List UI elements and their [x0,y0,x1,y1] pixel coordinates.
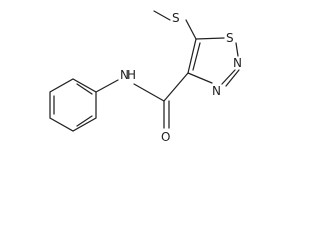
bond-s-c5 [185,19,197,40]
atom-s-ring: S [226,31,234,45]
phenyl-double-bond-2 [76,115,93,127]
atom-n-lower: N [212,84,221,98]
atom-o-carbonyl: O [161,130,170,144]
bond-carbonyl-n [133,83,165,102]
bond-c4-c5-double [192,42,201,71]
bond-n-phenyl [95,79,119,93]
bond-s1-n2 [235,42,239,57]
bond-n2-n3 [221,69,236,85]
bond-c5-s1 [195,37,225,40]
structure-diagram: S S N N N H O [49,10,242,144]
atom-s-thioether: S [172,11,180,25]
bond-c4-c5 [187,38,197,74]
bond-methyl-s [153,10,171,21]
phenyl-double-bond-1 [76,83,93,95]
bond-n2-n3-double [225,69,240,87]
bond-n3-c4 [187,72,213,84]
atom-h-amide: H [127,68,136,82]
molecule-svg: S S N N N H O [49,10,242,144]
atom-n-upper: N [233,56,242,70]
atom-n-amide: N [120,68,129,82]
phenyl-ring [49,78,97,132]
bond-c4-carbonyl [163,72,189,102]
